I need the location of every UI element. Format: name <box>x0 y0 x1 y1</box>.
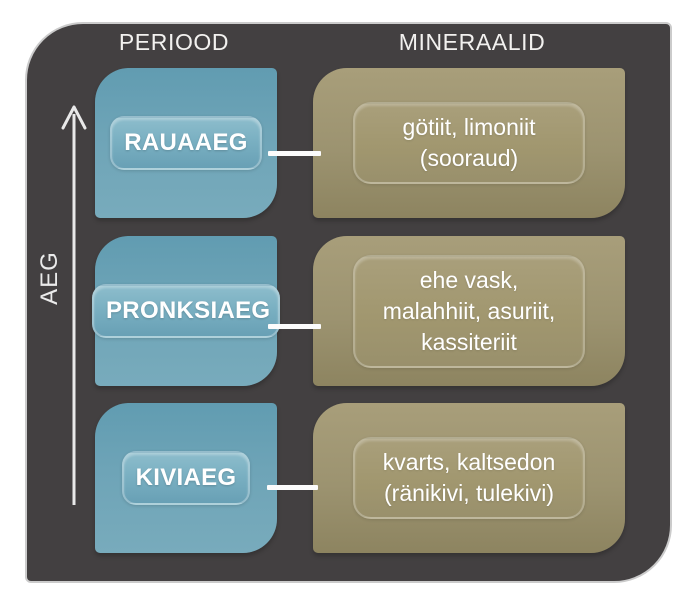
connector-line-row3 <box>267 485 318 490</box>
mineral-box-rauaaeg: götiit, limoniit (sooraud) <box>313 68 625 218</box>
mineral-line: (sooraud) <box>419 145 519 171</box>
mineral-label-chip: götiit, limoniit (sooraud) <box>353 102 585 184</box>
mineral-box-kiviaeg: kvarts, kaltsedon (ränikivi, tulekivi) <box>313 403 625 553</box>
mineral-line: götiit, limoniit <box>402 114 536 140</box>
period-label-chip: RAUAAEG <box>110 116 262 170</box>
period-box-rauaaeg: RAUAAEG <box>95 68 277 218</box>
period-label-chip: KIVIAEG <box>121 451 251 505</box>
column-header-minerals: MINERAALID <box>398 29 546 55</box>
time-axis-arrow-icon <box>61 105 87 505</box>
connector-line-row2 <box>268 324 321 329</box>
mineral-box-pronksiaeg: ehe vask, malahhiit, asuriit, kassiterii… <box>313 236 625 386</box>
connector-line-row1 <box>268 151 321 156</box>
mineral-label-chip: kvarts, kaltsedon (ränikivi, tulekivi) <box>353 437 585 519</box>
mineral-line: ehe vask, <box>419 266 519 293</box>
column-header-period: PERIOOD <box>118 29 230 55</box>
mineral-line: malahhiit, asuriit, <box>382 297 556 324</box>
time-axis-label: AEG <box>36 251 63 305</box>
period-label-chip: PRONKSIAEG <box>92 284 280 338</box>
mineral-line: (ränikivi, tulekivi) <box>384 480 554 506</box>
mineral-line: kassiteriit <box>421 328 517 355</box>
mineral-line: kvarts, kaltsedon <box>382 449 556 475</box>
period-box-pronksiaeg: PRONKSIAEG <box>92 236 280 386</box>
period-box-kiviaeg: KIVIAEG <box>95 403 277 553</box>
mineral-label-chip: ehe vask, malahhiit, asuriit, kassiterii… <box>353 254 585 368</box>
